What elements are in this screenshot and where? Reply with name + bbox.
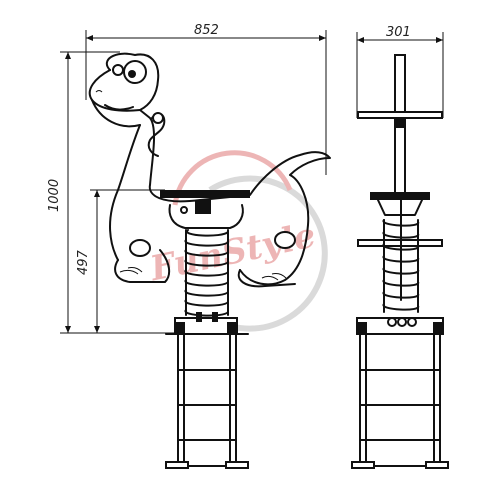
watermark-logo: FunStyle	[146, 150, 328, 332]
dimension-width-front: 852	[85, 23, 327, 175]
dimension-width-side: 301	[356, 25, 444, 118]
dim-label-width-side: 301	[386, 25, 411, 40]
side-view	[351, 54, 449, 469]
dim-label-height-total: 1000	[47, 179, 62, 212]
dim-label-seat-height: 497	[76, 249, 91, 275]
dimension-height-total: 1000	[47, 51, 180, 334]
spring-front-view	[184, 229, 229, 317]
base-front-view	[165, 312, 249, 469]
dinosaur-front-view	[88, 52, 331, 288]
dimension-seat-height: 497	[76, 189, 165, 333]
dim-label-width-front: 852	[194, 23, 219, 38]
